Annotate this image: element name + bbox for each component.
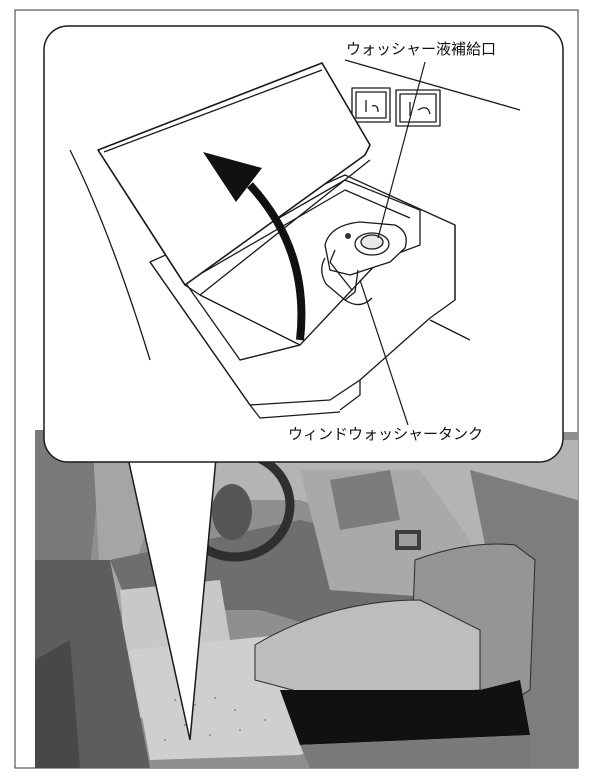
lid-open-arrow — [203, 152, 306, 341]
washer-filler-port-label: ウォッシャー液補給口 — [344, 40, 499, 58]
window-washer-tank-label: ウィンドウォッシャータンク — [286, 425, 486, 443]
leader-lines — [359, 61, 426, 426]
cabin-render — [35, 430, 578, 768]
